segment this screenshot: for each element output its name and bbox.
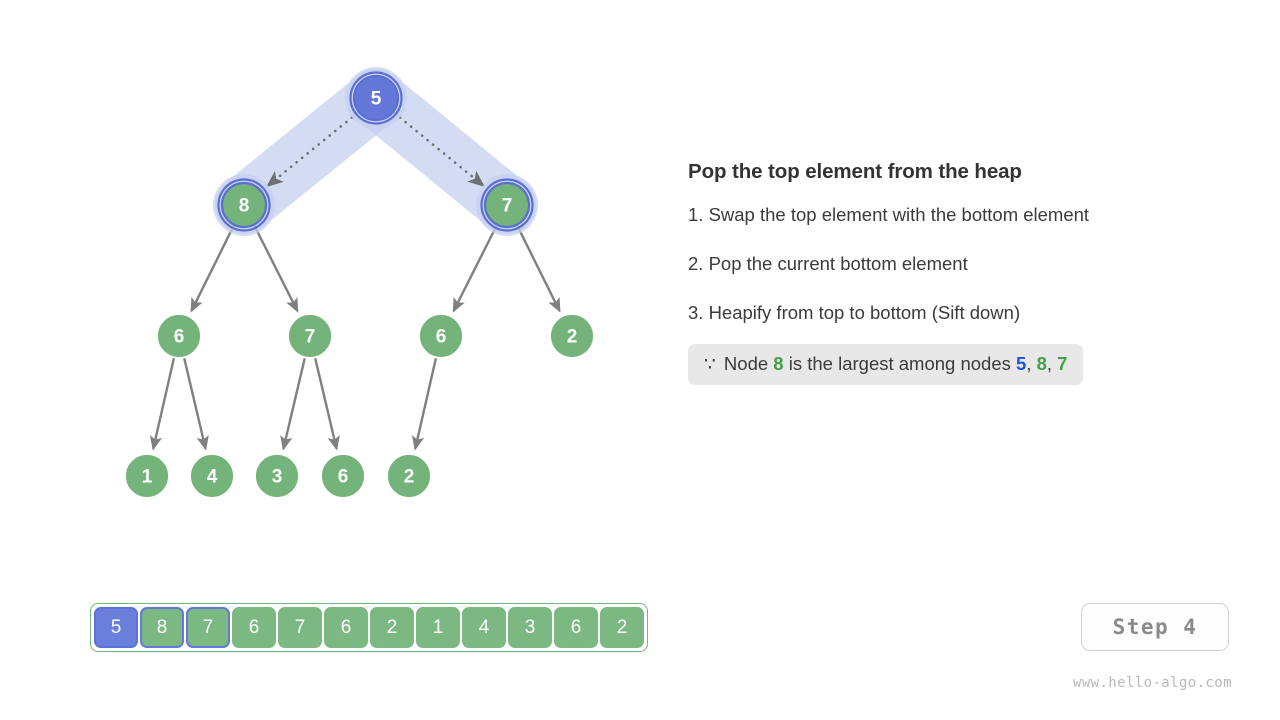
tree-edge	[515, 224, 561, 313]
node-value: 6	[338, 467, 349, 488]
tree-node: 2	[549, 313, 595, 359]
step-badge: Step 4	[1081, 603, 1229, 651]
node-circle	[483, 181, 531, 229]
tree-edge	[280, 357, 307, 451]
tree-node: 1	[124, 453, 170, 499]
node-circle	[124, 453, 170, 499]
swap-arrows	[266, 111, 486, 188]
array-cell: 6	[324, 607, 368, 648]
note-candidate-1: 8	[1036, 352, 1047, 374]
tree-edge	[313, 357, 340, 451]
note-prefix: Node	[723, 352, 769, 374]
array-cell: 3	[508, 607, 552, 648]
tree-edge	[411, 357, 438, 451]
node-value: 7	[305, 327, 316, 348]
node-circle	[287, 313, 333, 359]
array-cell: 2	[600, 607, 644, 648]
tree-node: 7	[476, 174, 538, 236]
node-circle	[386, 453, 432, 499]
tree-edge	[252, 224, 299, 313]
instruction-step-2: 2. Pop the current bottom element	[688, 252, 968, 274]
node-circle	[418, 313, 464, 359]
node-selection-ring	[217, 178, 271, 232]
node-circle	[220, 181, 268, 229]
node-value: 3	[272, 467, 283, 488]
node-circle	[189, 453, 235, 499]
tree-node: 2	[386, 453, 432, 499]
node-value: 8	[239, 196, 250, 217]
note-sep-0: ,	[1026, 352, 1037, 374]
tree-node: 6	[418, 313, 464, 359]
tree-edge	[452, 224, 499, 313]
note-candidate-0: 5	[1016, 352, 1027, 374]
tree-node: 6	[156, 313, 202, 359]
tree-edges	[149, 224, 561, 451]
tree-edge	[190, 224, 236, 313]
reason-note: ∵ Node 8 is the largest among nodes 5, 8…	[688, 343, 1084, 386]
tree-node: 6	[320, 453, 366, 499]
tree-nodes: 5 8 7 6 7 6 2 1 4 3 6 2	[124, 67, 595, 499]
node-value: 6	[436, 327, 447, 348]
node-circle	[254, 453, 300, 499]
because-symbol: ∵	[704, 352, 717, 374]
array-cell: 4	[462, 607, 506, 648]
node-circle	[320, 453, 366, 499]
tree-node: 5	[345, 67, 407, 129]
note-target-node: 8	[773, 352, 784, 374]
watermark: www.hello-algo.com	[1073, 675, 1232, 691]
tree-node: 3	[254, 453, 300, 499]
tree-edge	[182, 357, 209, 451]
tree-node: 4	[189, 453, 235, 499]
array-cell: 2	[370, 607, 414, 648]
node-circle	[156, 313, 202, 359]
array-cell: 7	[186, 607, 230, 648]
array-cell: 7	[278, 607, 322, 648]
heap-tree-diagram: 5 8 7 6 7 6 2 1 4 3 6 2	[124, 67, 595, 499]
node-value: 6	[174, 327, 185, 348]
array-cell: 6	[554, 607, 598, 648]
array-cell: 5	[94, 607, 138, 648]
instruction-step-3: 3. Heapify from top to bottom (Sift down…	[688, 301, 1021, 323]
node-circle	[352, 74, 400, 122]
tree-node: 7	[287, 313, 333, 359]
explanation-panel: Pop the top element from the heap 1. Swa…	[688, 160, 1228, 386]
instruction-step-1: 1. Swap the top element with the bottom …	[688, 203, 1090, 225]
tree-edge	[149, 357, 176, 451]
node-circle	[549, 313, 595, 359]
array-cell: 6	[232, 607, 276, 648]
array-cell: 1	[416, 607, 460, 648]
page-title: Pop the top element from the heap	[688, 160, 1022, 183]
swap-arrow	[393, 111, 486, 188]
node-value: 2	[404, 467, 415, 488]
node-value: 1	[142, 467, 153, 488]
tree-node: 8	[213, 174, 275, 236]
note-sep-1: ,	[1046, 352, 1058, 374]
note-candidate-2: 7	[1057, 352, 1068, 374]
node-value: 4	[207, 467, 218, 488]
node-value: 7	[502, 196, 513, 217]
node-selection-ring	[480, 178, 534, 232]
swap-arrow	[266, 111, 359, 188]
note-middle: is the largest among nodes	[788, 352, 1011, 374]
node-selection-ring	[349, 71, 403, 125]
node-value: 5	[371, 89, 382, 110]
node-value: 2	[567, 327, 578, 348]
array-cell: 8	[140, 607, 184, 648]
